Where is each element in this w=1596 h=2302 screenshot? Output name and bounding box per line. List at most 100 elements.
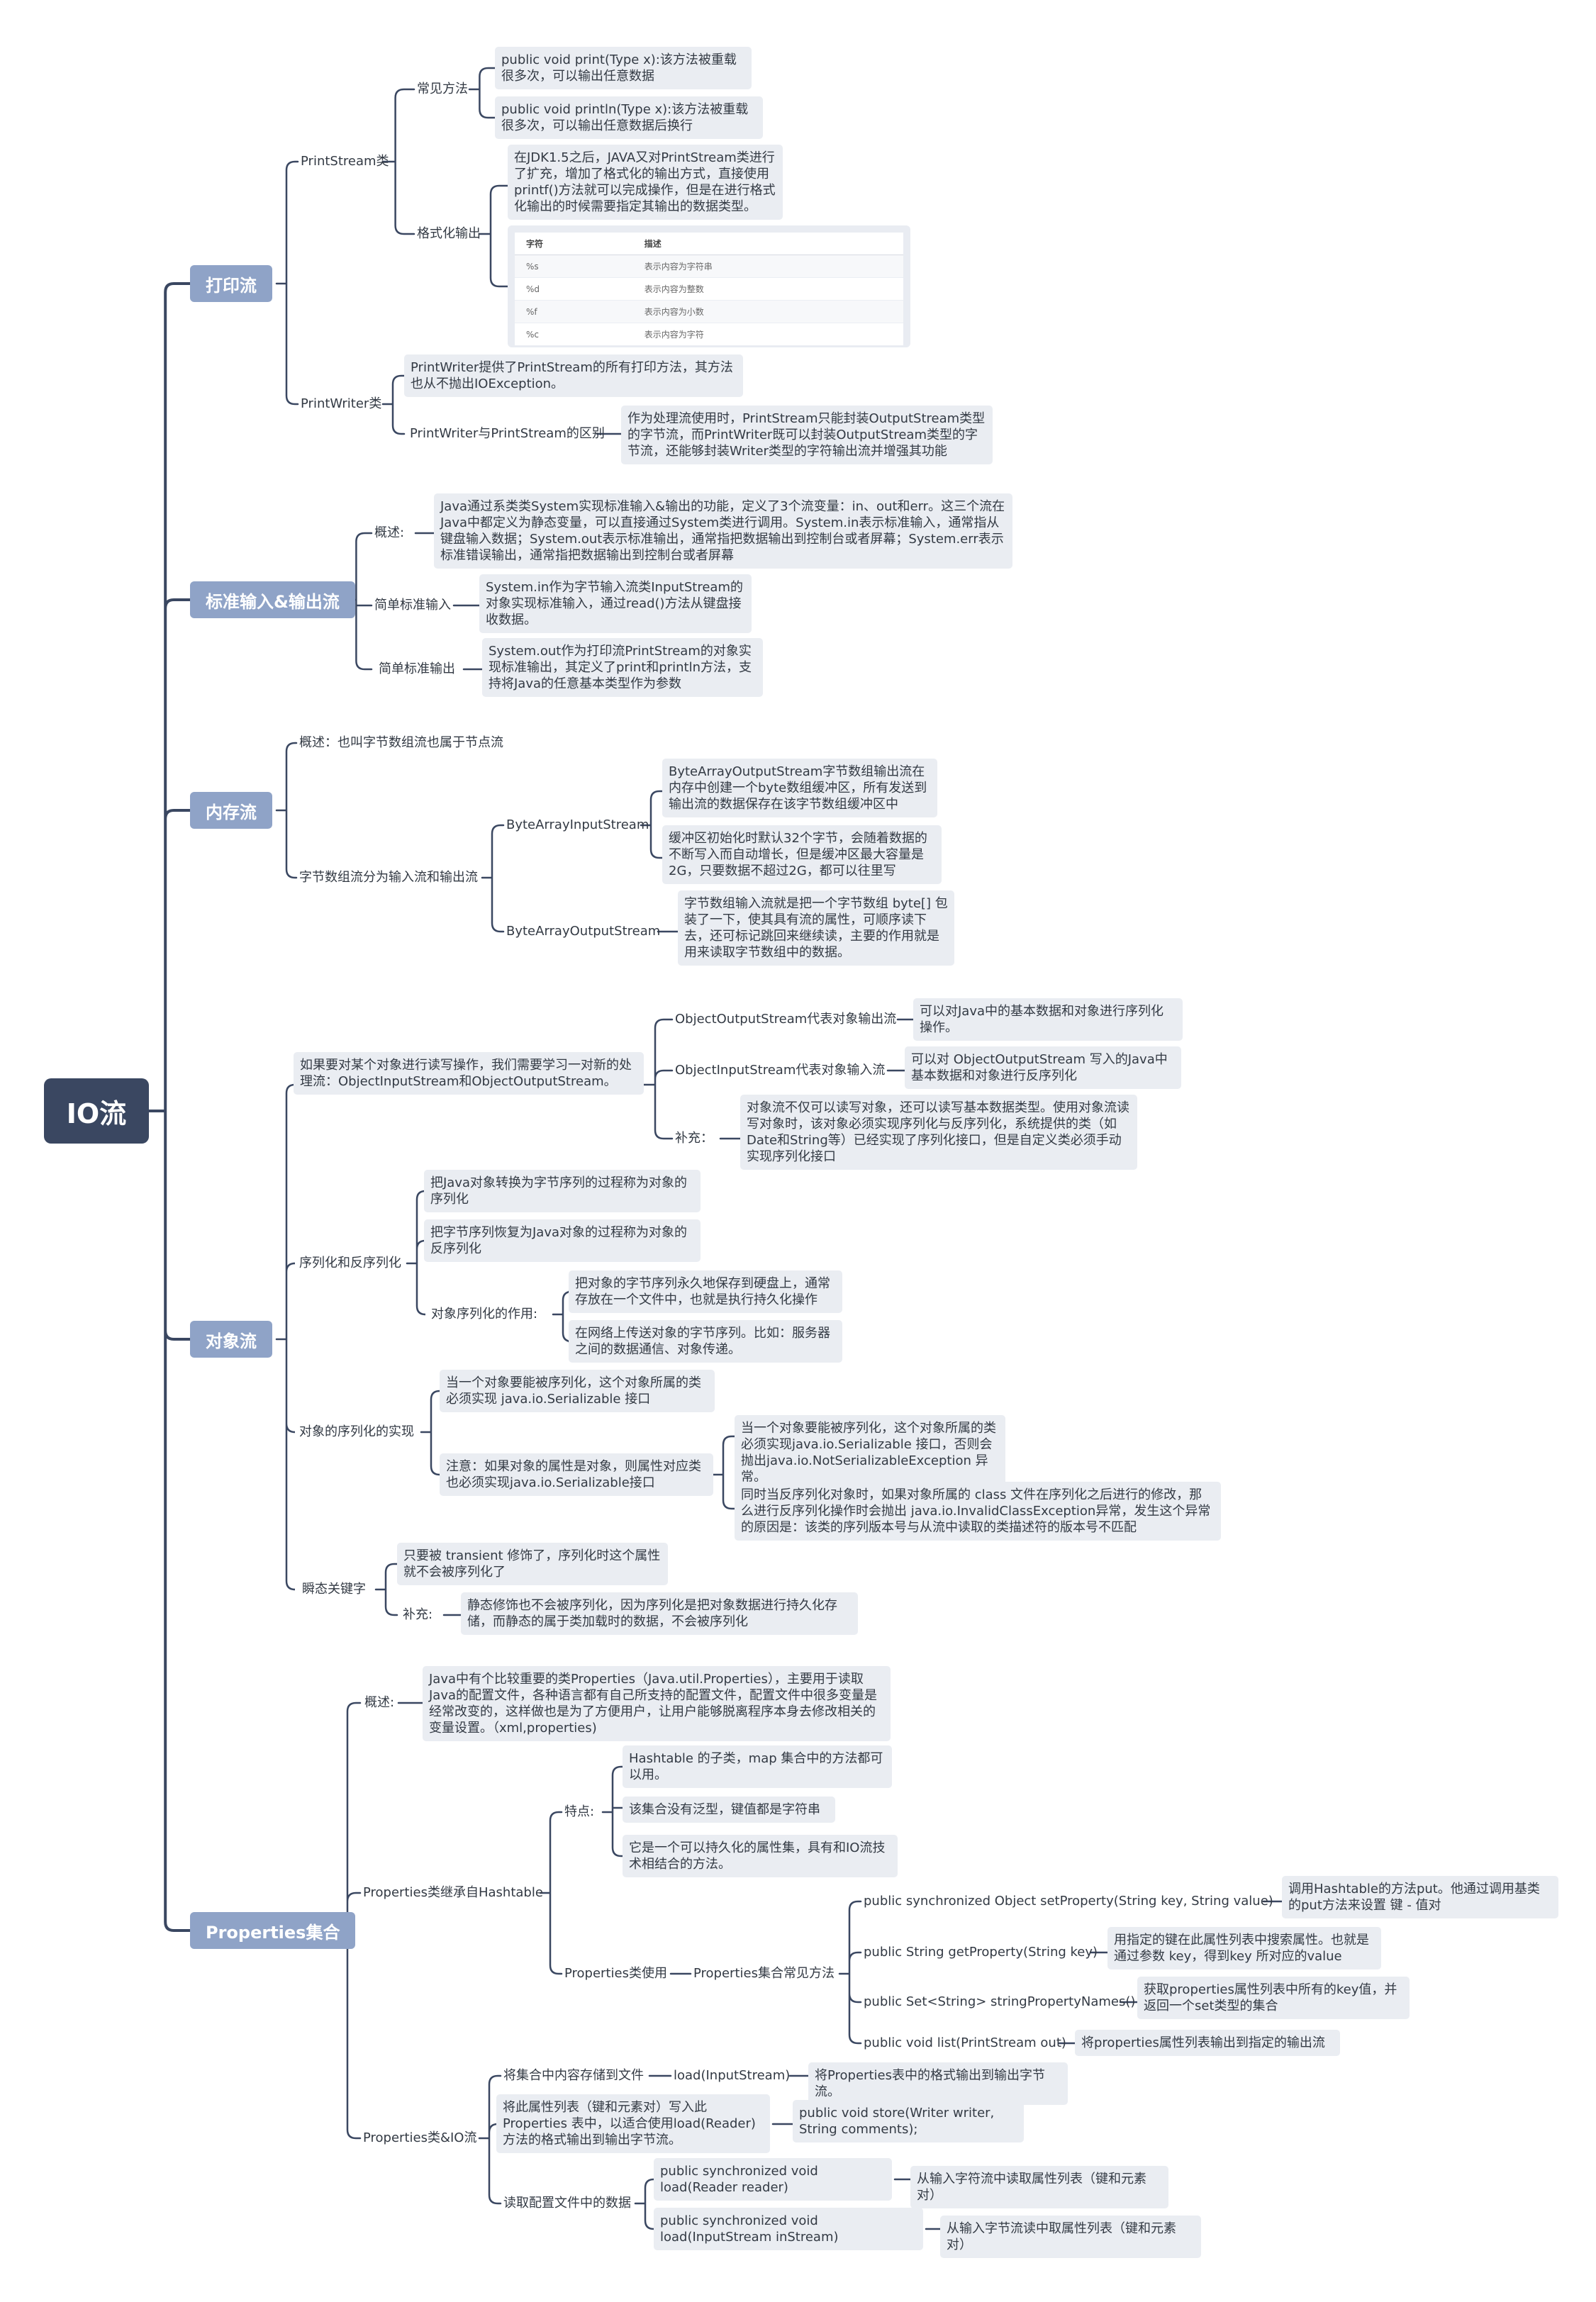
connector [478, 184, 509, 288]
label-serialization-use[interactable]: 对象序列化的作用: [431, 1307, 538, 1322]
node-standard-io[interactable]: 标准输入&输出流 [190, 581, 355, 618]
label-format-output[interactable]: 格式化输出 [417, 226, 481, 241]
node-properties[interactable]: Properties集合 [190, 1912, 356, 1949]
table-header-char: 字符 [515, 233, 633, 255]
box-std-output: System.out作为打印流PrintStream的对象实现标准输出，其定义了… [482, 638, 763, 697]
table-cell: %s [515, 255, 633, 278]
connector [478, 2074, 502, 2205]
connector [640, 790, 664, 859]
connector [838, 1900, 862, 2045]
connector [275, 1083, 296, 1591]
box-feature-2: 该集合没有泛型，键值都是字符串 [623, 1797, 835, 1823]
box-std-overview: Java通过系类类System实现标准输入&输出的功能，定义了3个流变量：in、… [434, 493, 1012, 569]
box-deserialization-def: 把字节序列恢复为Java对象的过程称为对象的反序列化 [424, 1219, 701, 1262]
label-std-input[interactable]: 简单标准输入 [374, 598, 451, 613]
box-impl-2a: 当一个对象要能被序列化，这个对象所属的类必须实现java.io.Serializ… [735, 1415, 1005, 1490]
box-pw-ps-diff-desc: 作为处理流使用时，PrintStream只能封装OutputStream类型的字… [621, 406, 993, 464]
connector [381, 374, 406, 435]
box-list-desc: 将properties属性列表输出到指定的输出流 [1075, 2030, 1340, 2056]
box-ser-use-1: 把对象的字节序列永久地保存到硬盘上，通常存放在一个文件中，也就是执行持久化操作 [569, 1270, 842, 1313]
box-getproperty-desc: 用指定的键在此属性列表中搜索属性。也就是通过参数 key，得到key 所对应的v… [1107, 1927, 1381, 1969]
label-transient-supplement[interactable]: 补充: [403, 1607, 433, 1622]
box-oos-desc: 可以对Java中的基本数据和对象进行序列化操作。 [913, 998, 1183, 1041]
label-props-extends[interactable]: Properties类继承自Hashtable [363, 1885, 543, 1900]
box-props-overview: Java中有个比较重要的类Properties（Java.util.Proper… [423, 1666, 891, 1741]
label-io-store[interactable]: 将集合中内容存储到文件 [503, 2068, 644, 2083]
box-serialization-def: 把Java对象转换为字节序列的过程称为对象的序列化 [424, 1170, 701, 1212]
table-cell: 表示内容为字符 [632, 323, 903, 346]
box-setproperty-desc: 调用Hashtable的方法put。他通过调用基类的put方法来设置 键 - 值… [1282, 1876, 1558, 1918]
node-memory-stream[interactable]: 内存流 [190, 792, 272, 829]
node-object-stream[interactable]: 对象流 [190, 1321, 272, 1358]
box-feature-1: Hashtable 的子类，map 集合中的方法都可以用。 [623, 1745, 892, 1788]
label-props-io[interactable]: Properties类&IO流 [363, 2130, 477, 2145]
label-io-load-inputstream[interactable]: load(InputStream) [674, 2068, 791, 2083]
node-print-stream[interactable]: 打印流 [190, 265, 272, 302]
box-io-load-instream-desc: 从输入字节流读中取属性列表（键和元素对） [940, 2216, 1201, 2258]
label-props-features[interactable]: 特点: [564, 1804, 595, 1819]
box-feature-3: 它是一个可以持久化的属性集，具有和IO流技术相结合的方法。 [623, 1835, 898, 1877]
label-serialization-impl[interactable]: 对象的序列化的实现 [299, 1424, 414, 1439]
box-transient-1: 只要被 transient 修饰了，序列化时这个属性就不会被序列化了 [397, 1543, 668, 1585]
box-impl-2: 注意：如果对象的属性是对象，则属性对应类也必须实现java.io.Seriali… [440, 1453, 713, 1496]
label-io-read-config[interactable]: 读取配置文件中的数据 [503, 2196, 631, 2211]
table-cell: %c [515, 323, 633, 346]
label-printwriter[interactable]: PrintWriter类 [301, 396, 382, 411]
box-baos-desc: 字节数组输入流就是把一个字节数组 byte[] 包装了一下，使其具有流的属性，可… [678, 890, 954, 966]
label-mem-overview[interactable]: 概述：也叫字节数组流也属于节点流 [299, 735, 503, 750]
label-props-overview[interactable]: 概述: [364, 1695, 395, 1710]
label-bytearray-outputstream[interactable]: ByteArrayOutputStream [506, 924, 661, 939]
table-cell: %d [515, 277, 633, 301]
label-mem-split[interactable]: 字节数组流分为输入流和输出流 [299, 870, 478, 885]
box-impl-2b: 同时当反序列化对象时，如果对象所属的 class 文件在序列化之后进行的修改，那… [735, 1482, 1221, 1541]
table-cell: 表示内容为整数 [632, 277, 903, 301]
box-transient-supplement: 静态修饰也不会被序列化，因为序列化是把对象数据进行持久化存储，而静态的属于类加载… [461, 1592, 858, 1635]
label-method-stringpropertynames[interactable]: public Set<String> stringPropertyNames() [864, 1994, 1136, 2009]
box-print-method: public void print(Type x):该方法被重载很多次，可以输出… [495, 47, 752, 89]
label-method-getproperty[interactable]: public String getProperty(String key) [864, 1945, 1098, 1960]
connector [420, 1390, 441, 1476]
label-props-usage[interactable]: Properties类使用 [564, 1966, 667, 1981]
label-props-common-methods[interactable]: Properties集合常见方法 [693, 1966, 835, 1981]
box-io-load-reader: public synchronized void load(Reader rea… [654, 2158, 892, 2201]
connector [275, 160, 299, 406]
connector [642, 1018, 674, 1140]
connector [634, 2178, 655, 2230]
box-impl-1: 当一个对象要能被序列化，这个对象所属的类必须实现 java.io.Seriali… [440, 1370, 715, 1412]
table-cell: 表示内容为字符串 [632, 255, 903, 278]
label-transient[interactable]: 瞬态关键字 [302, 1582, 366, 1597]
label-common-methods[interactable]: 常见方法 [417, 82, 468, 96]
box-io-load-reader-desc: 从输入字符流中读取属性列表（键和元素对） [910, 2166, 1168, 2208]
box-std-input: System.in作为字节输入流类InputStream的对象实现标准输入，通过… [479, 574, 752, 633]
label-std-output[interactable]: 简单标准输出 [379, 661, 455, 676]
box-io-store-desc: 将此属性列表（键和元素对）写入此 Properties 表中，以适合使用load… [496, 2094, 770, 2153]
table-cell: %f [515, 300, 633, 323]
label-method-setproperty[interactable]: public synchronized Object setProperty(S… [864, 1894, 1273, 1909]
connector [481, 824, 505, 933]
connector [406, 1190, 426, 1316]
label-std-overview[interactable]: 概述: [374, 525, 405, 540]
label-objectinputstream[interactable]: ObjectInputStream代表对象输入流 [675, 1063, 886, 1078]
box-io-load-inputstream-desc: 将Properties表中的格式输出到输出字节流。 [808, 2062, 1068, 2105]
connector [275, 742, 298, 879]
label-printstream[interactable]: PrintStream类 [301, 154, 389, 169]
connector [147, 282, 191, 1932]
label-serialization[interactable]: 序列化和反序列化 [299, 1256, 401, 1270]
label-bytearray-inputstream[interactable]: ByteArrayInputStream [506, 817, 649, 832]
box-object-overview: 如果要对某个对象进行读写操作，我们需要学习一对新的处理流：ObjectInput… [294, 1052, 644, 1095]
label-method-list[interactable]: public void list(PrintStream out) [864, 2035, 1066, 2050]
connector [381, 88, 415, 235]
label-objectoutputstream[interactable]: ObjectOutputStream代表对象输出流 [675, 1012, 897, 1027]
table-header-desc: 描述 [632, 233, 903, 255]
label-object-supplement[interactable]: 补充： [675, 1131, 713, 1146]
label-pw-ps-diff[interactable]: PrintWriter与PrintStream的区别 [410, 426, 605, 441]
connector [712, 1435, 736, 1510]
root-node[interactable]: IO流 [44, 1078, 149, 1144]
box-printwriter-desc: PrintWriter提供了PrintStream的所有打印方法，其方法也从不抛… [404, 354, 743, 397]
box-io-store-method: public void store(Writer writer, String … [793, 2100, 1024, 2142]
